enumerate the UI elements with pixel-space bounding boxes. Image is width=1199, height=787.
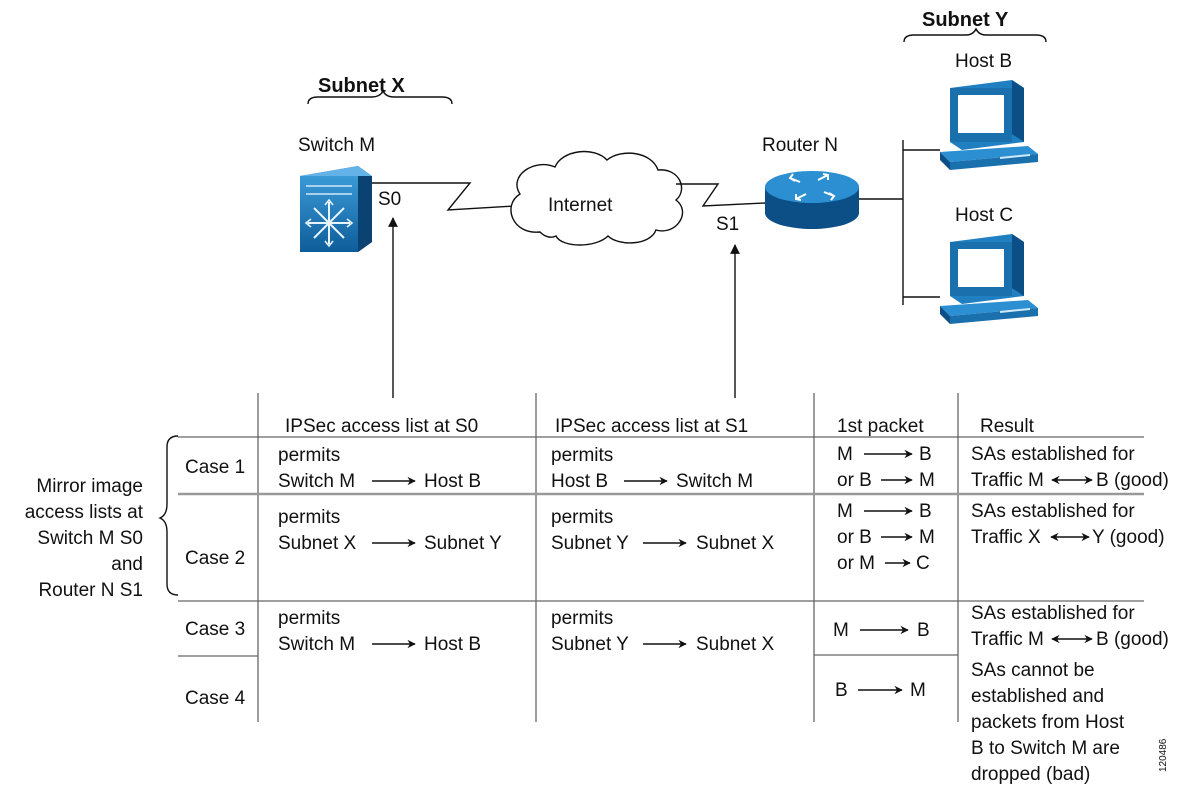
subnet-y-brace [903, 27, 1047, 43]
side-note-line: access lists at [25, 502, 144, 523]
s0-from: Subnet X [278, 533, 356, 554]
side-note-line: Router N S1 [38, 580, 143, 601]
table-row: Case 4 B M SAs cannot be established and… [185, 660, 1125, 785]
s1-verb: permits [551, 507, 613, 528]
result-line: B to Switch M are [971, 738, 1120, 759]
cloud-icon [510, 150, 684, 246]
packet-from: or M [837, 553, 875, 574]
side-note-line: Mirror image [36, 476, 143, 497]
subnet-x-brace [307, 89, 453, 105]
lan-segment [859, 140, 940, 305]
host-b-label: Host B [955, 51, 1012, 72]
result-line: Traffic M [971, 629, 1044, 650]
result-line: SAs established for [971, 444, 1135, 465]
s0-to: Host B [424, 471, 481, 492]
s1-to: Subnet X [696, 533, 774, 554]
subnet-x-label: Subnet X [318, 75, 405, 97]
side-note: Mirror image access lists at Switch M S0… [25, 435, 179, 601]
result-line: B (good) [1096, 629, 1169, 650]
packet-to: M [919, 527, 935, 548]
table-row: Case 2 permits Subnet X Subnet Y permits… [185, 501, 1165, 574]
s0-verb: permits [278, 445, 340, 466]
packet-from: B [835, 680, 848, 701]
result-line: packets from Host [971, 712, 1125, 733]
result-line: established and [971, 686, 1104, 707]
result-line: SAs established for [971, 501, 1135, 522]
s1-from: Subnet Y [551, 634, 629, 655]
s1-verb: permits [551, 608, 613, 629]
internet-label: Internet [548, 195, 613, 216]
packet-to: B [917, 620, 930, 641]
packet-from: or B [837, 470, 872, 491]
side-note-line: and [111, 554, 143, 575]
result-line: SAs established for [971, 603, 1135, 624]
case-label: Case 4 [185, 688, 246, 709]
packet-to: C [916, 553, 930, 574]
result-line: SAs cannot be [971, 660, 1095, 681]
packet-from: M [833, 620, 849, 641]
result-line: dropped (bad) [971, 764, 1090, 785]
computer-icon [940, 234, 1038, 324]
host-c-label: Host C [955, 205, 1013, 226]
table-row: Case 3 permits Switch M Host B permits S… [185, 603, 1169, 655]
case-label: Case 1 [185, 457, 245, 478]
result-line: Traffic M [971, 470, 1044, 491]
table-row: Case 1 permits Switch M Host B permits H… [185, 444, 1169, 492]
side-note-brace [158, 435, 179, 596]
s1-from: Subnet Y [551, 533, 629, 554]
header-s1: IPSec access list at S1 [555, 416, 748, 437]
header-result: Result [980, 416, 1035, 437]
s0-to: Subnet Y [424, 533, 502, 554]
s1-verb: permits [551, 445, 613, 466]
header-s0: IPSec access list at S0 [285, 416, 478, 437]
packet-to: M [919, 470, 935, 491]
router-icon [765, 171, 859, 229]
network-section: Subnet X Subnet Y Switch M S0 Internet S… [298, 9, 1047, 398]
subnet-y-label: Subnet Y [922, 9, 1009, 31]
s0-verb: permits [278, 608, 340, 629]
serial-link-s1 [676, 183, 766, 207]
packet-to: B [919, 444, 932, 465]
case-label: Case 2 [185, 548, 245, 569]
figure-number: 120486 [1158, 738, 1169, 772]
result-line: B (good) [1096, 470, 1169, 491]
s0-label: S0 [378, 189, 401, 210]
packet-from: or B [837, 527, 872, 548]
header-first-packet: 1st packet [837, 416, 924, 437]
s0-from: Switch M [278, 634, 355, 655]
side-note-line: Switch M S0 [37, 528, 143, 549]
s1-to: Subnet X [696, 634, 774, 655]
serial-link-s0 [372, 182, 516, 211]
s0-to: Host B [424, 634, 481, 655]
result-line: Traffic X [971, 527, 1041, 548]
s0-from: Switch M [278, 471, 355, 492]
computer-icon [940, 80, 1038, 170]
result-line: Y (good) [1092, 527, 1165, 548]
access-list-table: IPSec access list at S0 IPSec access lis… [25, 393, 1169, 785]
packet-from: M [837, 501, 853, 522]
s1-label: S1 [716, 214, 739, 235]
packet-to: B [919, 501, 932, 522]
packet-from: M [837, 444, 853, 465]
s1-from: Host B [551, 471, 608, 492]
router-n-label: Router N [762, 135, 838, 156]
s0-verb: permits [278, 507, 340, 528]
case-label: Case 3 [185, 619, 245, 640]
switch-m-label: Switch M [298, 135, 375, 156]
switch-icon [300, 166, 372, 252]
s1-to: Switch M [676, 471, 753, 492]
packet-to: M [910, 680, 926, 701]
